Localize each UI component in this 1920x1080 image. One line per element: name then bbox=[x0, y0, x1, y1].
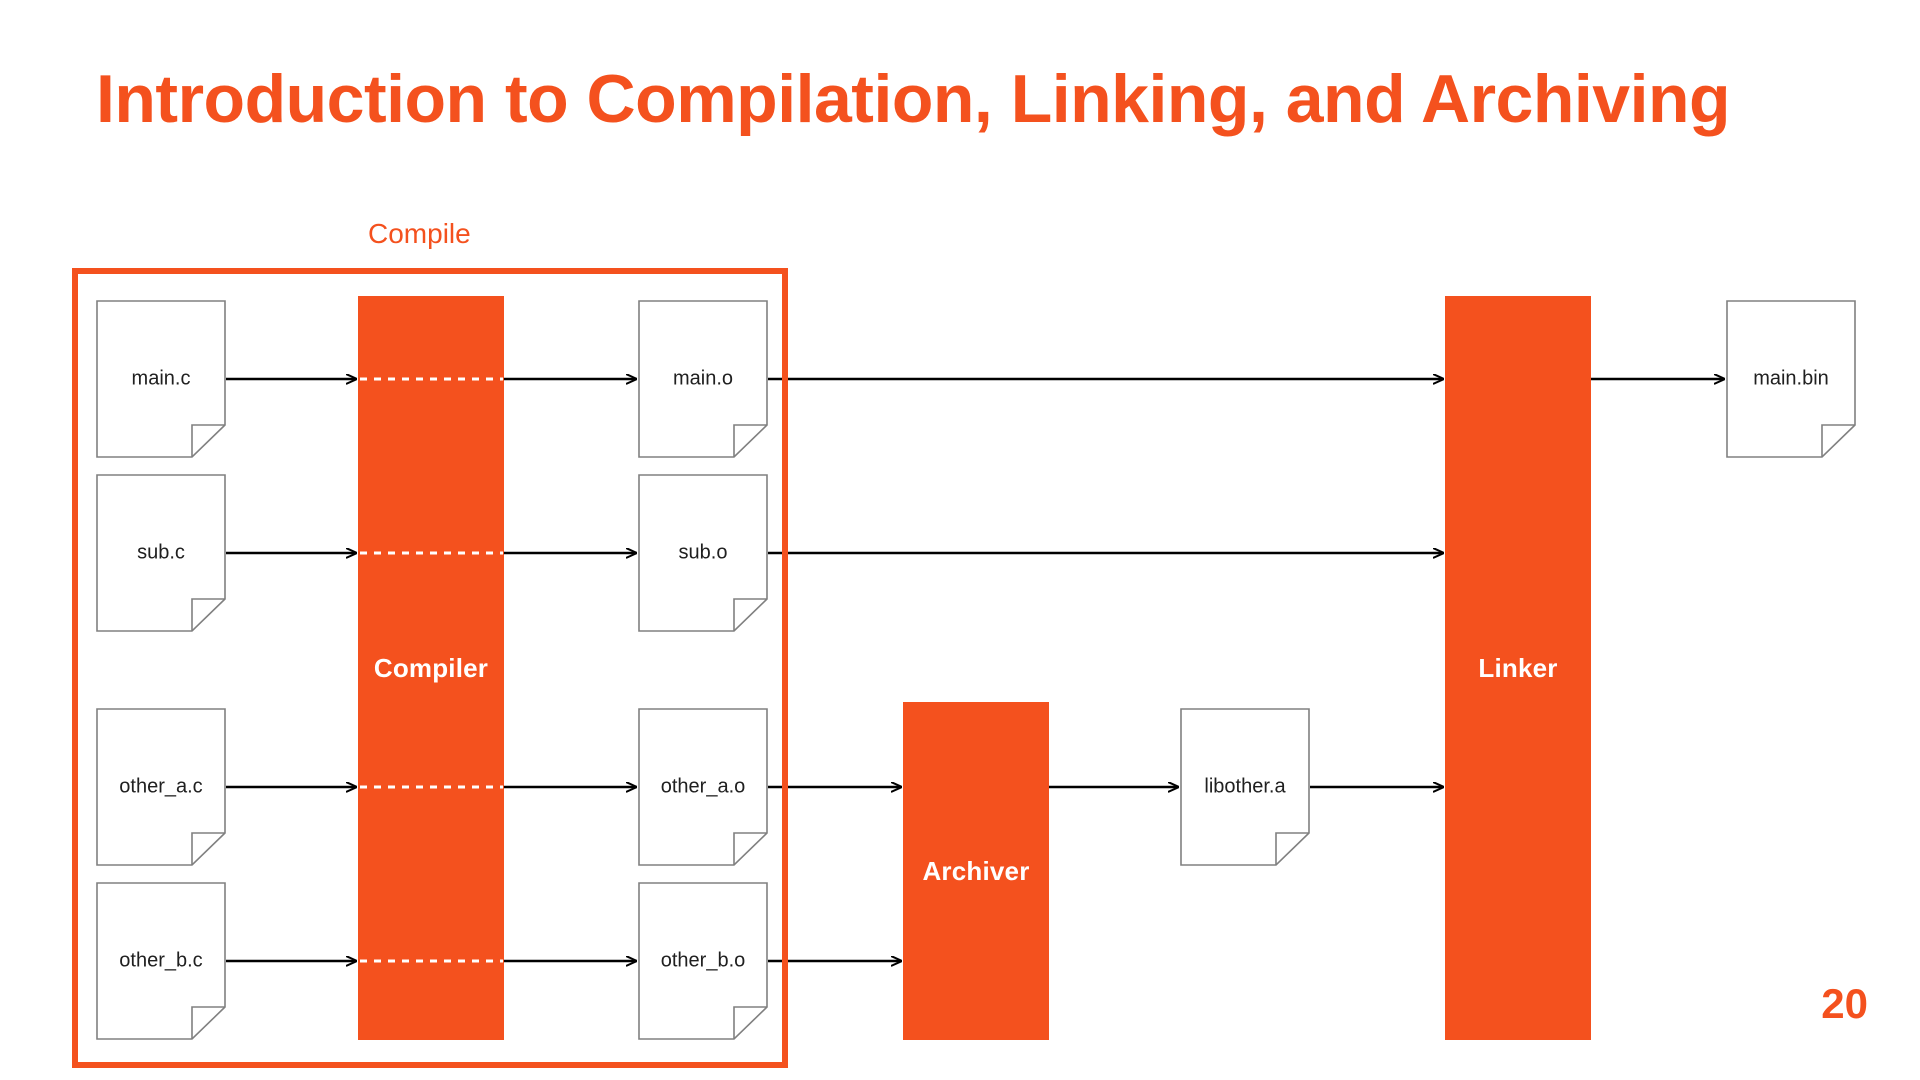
document-sub-o[interactable]: sub.o bbox=[638, 474, 768, 632]
document-label: other_a.c bbox=[119, 775, 203, 798]
process-archiver[interactable]: Archiver bbox=[903, 702, 1049, 1040]
document-other-b-o[interactable]: other_b.o bbox=[638, 882, 768, 1040]
document-icon bbox=[96, 474, 226, 632]
document-icon bbox=[96, 708, 226, 866]
document-label: other_b.o bbox=[660, 949, 746, 972]
document-icon bbox=[638, 882, 768, 1040]
document-main-c[interactable]: main.c bbox=[96, 300, 226, 458]
document-other-a-o[interactable]: other_a.o bbox=[638, 708, 768, 866]
document-label: libother.a bbox=[1204, 775, 1286, 798]
document-other-b-c[interactable]: other_b.c bbox=[96, 882, 226, 1040]
process-compiler-label: Compiler bbox=[373, 652, 489, 683]
document-icon bbox=[638, 474, 768, 632]
process-linker[interactable]: Linker bbox=[1445, 296, 1591, 1040]
document-label: other_b.c bbox=[119, 949, 203, 972]
document-label: other_a.o bbox=[660, 775, 746, 798]
document-icon bbox=[638, 300, 768, 458]
compile-group-label: Compile bbox=[368, 218, 471, 249]
page-number: 20 bbox=[1821, 980, 1868, 1027]
document-label: main.o bbox=[672, 367, 734, 390]
process-archiver-label: Archiver bbox=[922, 855, 1030, 886]
document-label: sub.c bbox=[137, 541, 185, 564]
document-label: sub.o bbox=[678, 541, 728, 564]
document-sub-c[interactable]: sub.c bbox=[96, 474, 226, 632]
page-title: Introduction to Compilation, Linking, an… bbox=[96, 61, 1731, 137]
document-icon bbox=[638, 708, 768, 866]
document-main-o[interactable]: main.o bbox=[638, 300, 768, 458]
document-main-bin[interactable]: main.bin bbox=[1726, 300, 1856, 458]
process-linker-label: Linker bbox=[1478, 652, 1558, 683]
document-icon bbox=[96, 882, 226, 1040]
process-compiler[interactable]: Compiler bbox=[358, 296, 504, 1040]
document-libother-a[interactable]: libother.a bbox=[1180, 708, 1310, 866]
document-other-a-c[interactable]: other_a.c bbox=[96, 708, 226, 866]
document-icon bbox=[1726, 300, 1856, 458]
document-icon bbox=[96, 300, 226, 458]
document-label: main.c bbox=[131, 367, 191, 390]
document-label: main.bin bbox=[1753, 367, 1829, 390]
document-icon bbox=[1180, 708, 1310, 866]
